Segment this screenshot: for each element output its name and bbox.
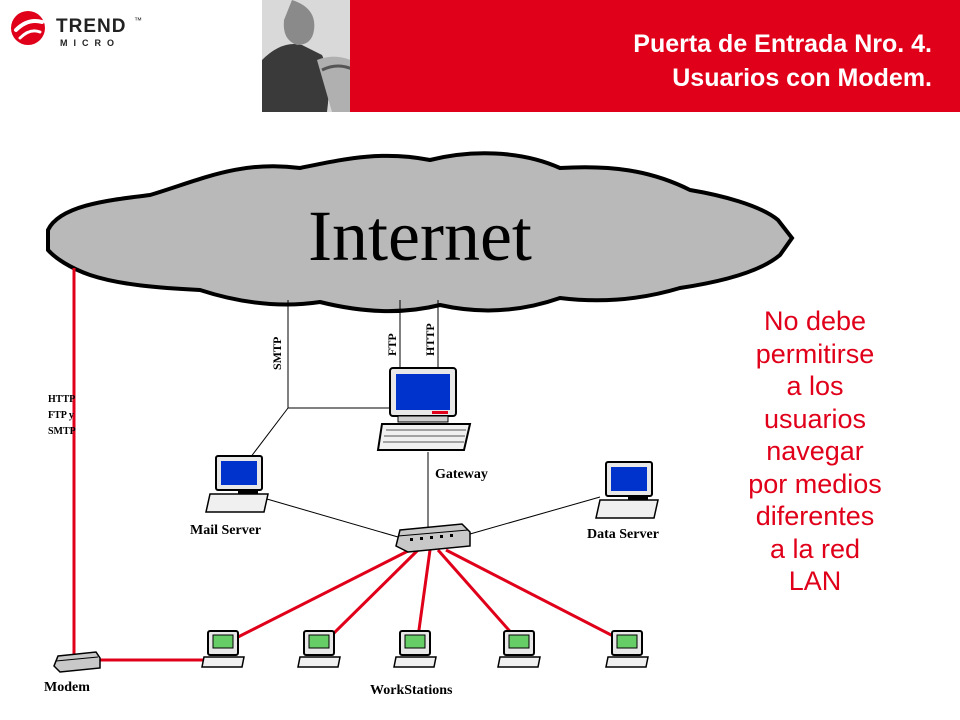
note-line: usuarios [763, 403, 867, 434]
mail-server-label: Mail Server [190, 523, 261, 538]
logo-ball-icon [11, 11, 45, 45]
modem-label: Modem [44, 680, 90, 695]
modem-protocol-smtp: SMTP [48, 426, 76, 437]
trend-micro-logo: TREND MICRO ™ [8, 8, 148, 52]
note-line: permitirse [755, 338, 875, 369]
red-links [72, 268, 616, 662]
header-band [310, 0, 960, 112]
mail-server-computer-icon [205, 455, 269, 513]
workstation-1-icon [201, 630, 245, 668]
internet-label: Internet [308, 196, 532, 276]
workstation-3-icon [393, 630, 437, 668]
http-label: HTTP [423, 323, 437, 356]
smtp-label: SMTP [270, 337, 284, 370]
modem-icon [53, 651, 101, 673]
note-line: No debe [763, 306, 867, 336]
data-server-computer-icon [595, 461, 659, 519]
note-line: diferentes [755, 501, 875, 531]
workstation-2-icon [297, 630, 341, 668]
internet-cloud [46, 151, 795, 314]
workstations-label: WorkStations [370, 683, 453, 698]
gateway-label: Gateway [435, 467, 488, 482]
network-hub-icon [395, 523, 471, 553]
warning-note: No debe permitirse a los usuarios navega… [730, 305, 900, 598]
logo-trademark: ™ [134, 16, 142, 25]
note-line: navegar [766, 436, 864, 466]
note-line: LAN [788, 566, 842, 596]
gateway-computer-icon [376, 367, 472, 451]
title-line-1: Puerta de Entrada Nro. 4. [633, 30, 932, 58]
logo-word: TREND [56, 16, 127, 37]
ftp-label: FTP [385, 333, 399, 356]
modem-protocol-http: HTTP [48, 394, 75, 405]
logo-sub: MICRO [60, 38, 120, 48]
presenter-photo [262, 0, 372, 112]
title-line-2: Usuarios con Modem. [672, 64, 932, 92]
note-line: por medios [748, 468, 882, 499]
workstation-4-icon [497, 630, 541, 668]
data-server-label: Data Server [587, 527, 659, 542]
modem-protocol-ftp: FTP y [48, 410, 74, 421]
workstation-5-icon [605, 630, 649, 668]
note-line: a la red [769, 533, 861, 564]
note-line: a los [786, 371, 844, 401]
wired-links [249, 300, 601, 538]
